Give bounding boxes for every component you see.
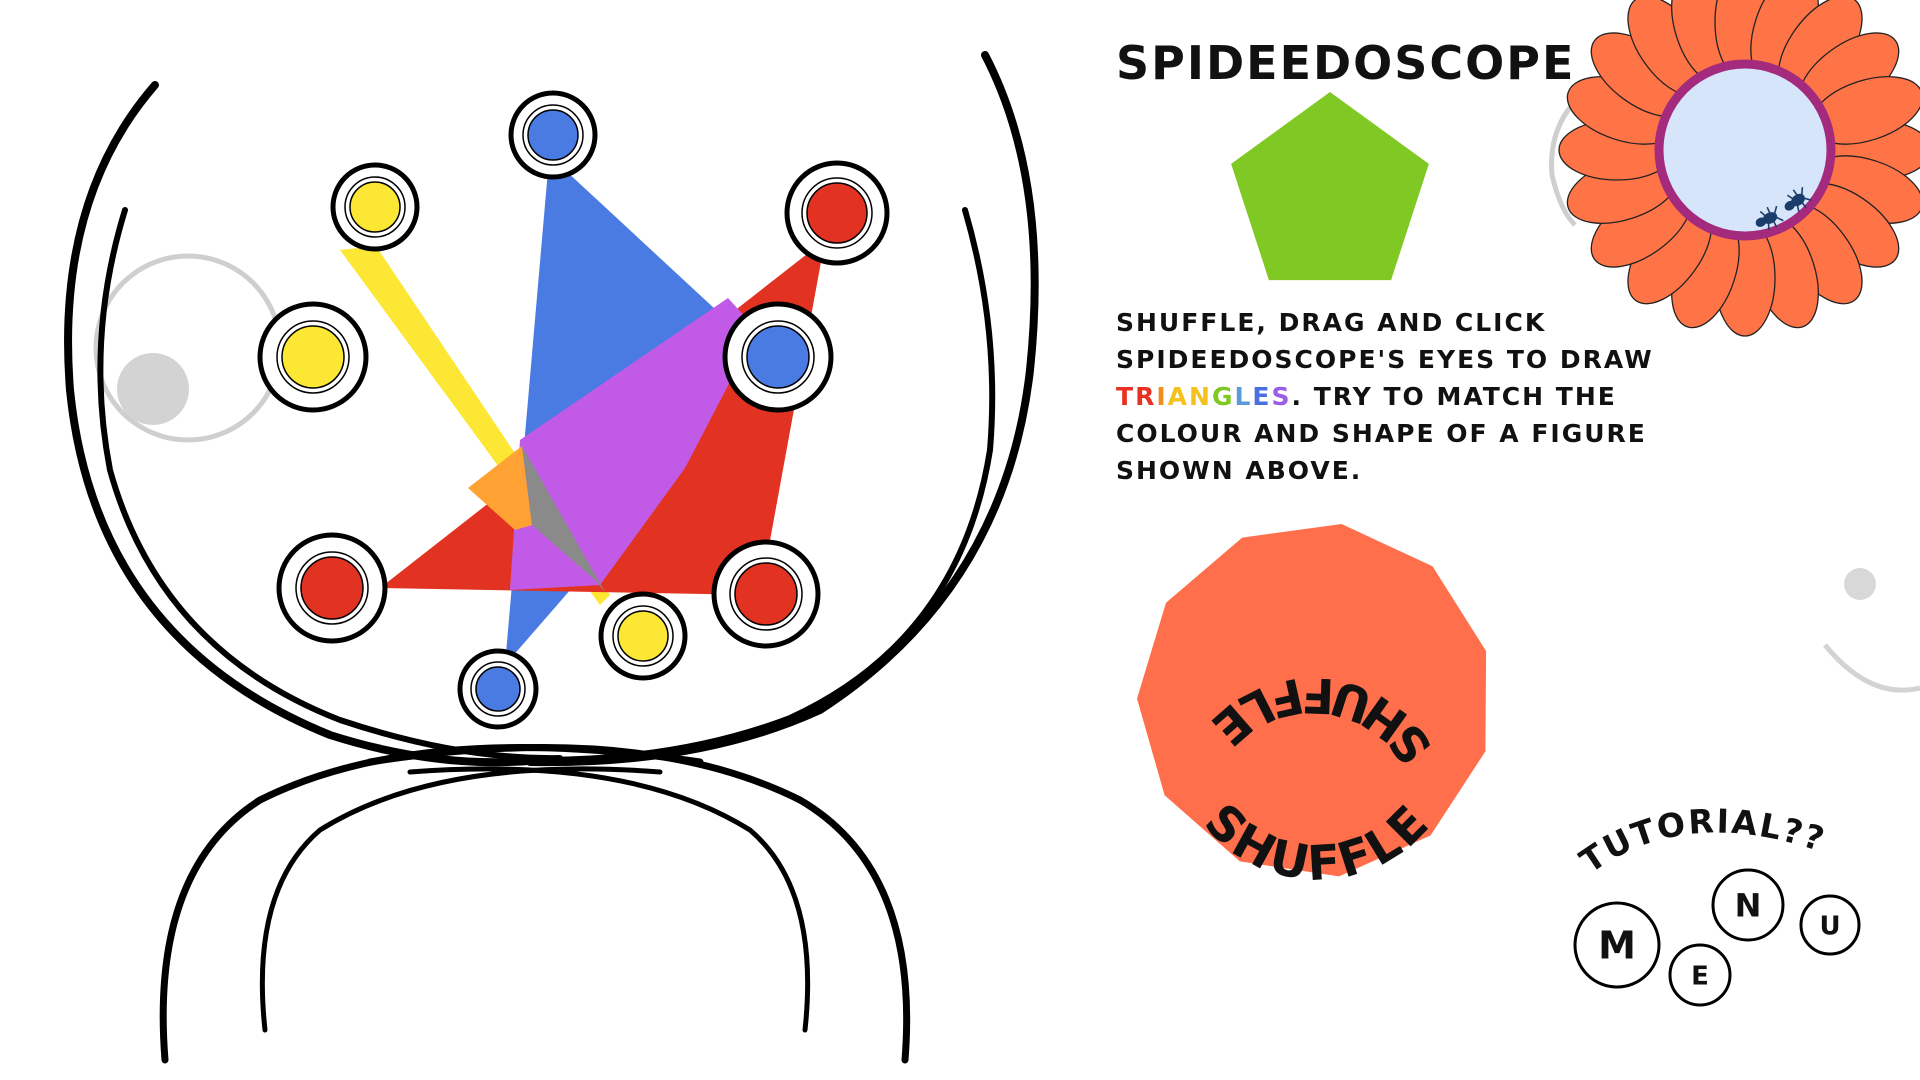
- eye-pupil[interactable]: [746, 325, 810, 389]
- instructions-before: SHUFFLE, DRAG AND CLICK SPIDEEDOSCOPE'S …: [1116, 308, 1654, 374]
- lower-loop-right-inner: [407, 766, 811, 1033]
- eye-blue-bottom[interactable]: [457, 648, 539, 730]
- instructions-highlight: TRIANGLES: [1116, 382, 1292, 411]
- eye-red-left[interactable]: [276, 532, 388, 644]
- menu-letter[interactable]: E: [1691, 961, 1709, 991]
- highlight-letter: L: [1234, 382, 1253, 411]
- drawn-triangles: [340, 170, 825, 665]
- lower-loop-left-outer: [159, 744, 704, 1064]
- spider-body: [64, 51, 1039, 1064]
- eye-pupil[interactable]: [806, 182, 868, 244]
- tiny-spider-icon: [1755, 205, 1784, 230]
- faint-arc-right: [1823, 643, 1920, 693]
- flower-spider-preview: [1558, 0, 1920, 337]
- triangle-overlap-orange: [468, 446, 532, 530]
- eye-yellow-top[interactable]: [330, 162, 420, 252]
- body-stroke-inner-left: [97, 207, 563, 762]
- highlight-letter: I: [1156, 382, 1168, 411]
- menu-letter-bubble[interactable]: E: [1668, 943, 1732, 1007]
- lower-loop-left-inner: [259, 766, 663, 1033]
- highlight-letter: E: [1252, 382, 1272, 411]
- menu-letter-bubble[interactable]: M: [1573, 901, 1661, 989]
- eye-iris-ring: [741, 320, 815, 394]
- eye-iris-ring: [729, 557, 803, 631]
- highlight-letter: S: [1271, 382, 1292, 411]
- eye-iris-ring: [612, 605, 674, 667]
- eye-pupil[interactable]: [300, 556, 364, 620]
- target-pentagon: [1231, 92, 1429, 281]
- menu-letter[interactable]: M: [1598, 924, 1636, 968]
- menu-bubble-circle[interactable]: [1711, 868, 1785, 942]
- menu-letter[interactable]: U: [1819, 911, 1840, 941]
- eye-pupil[interactable]: [349, 181, 401, 233]
- menu-bubble-circle[interactable]: [1573, 901, 1661, 989]
- spider-eyes: [257, 90, 890, 730]
- eye-iris-ring: [276, 320, 350, 394]
- eye-pupil[interactable]: [617, 610, 669, 662]
- instructions-after: . TRY TO MATCH THE COLOUR AND SHAPE OF A…: [1116, 382, 1647, 485]
- background-decor: [93, 57, 1920, 693]
- shuffle-button[interactable]: SHUFFLE SHUFFLE: [1137, 524, 1487, 892]
- eye-iris-ring: [470, 661, 526, 717]
- tutorial-label[interactable]: TUTORIAL??: [1573, 801, 1831, 880]
- tiny-spiders: [1755, 187, 1812, 230]
- flower-center: [1654, 59, 1836, 241]
- eye-pupil[interactable]: [281, 325, 345, 389]
- tiny-spider-icon: [1784, 187, 1812, 212]
- highlight-letter: A: [1167, 382, 1189, 411]
- shuffle-button-shape[interactable]: [1137, 524, 1487, 877]
- menu-letter-bubble[interactable]: U: [1799, 894, 1861, 956]
- menu-letter-bubble[interactable]: N: [1711, 868, 1785, 942]
- eye-iris-ring: [801, 177, 873, 249]
- eye-yellow-bottom[interactable]: [598, 591, 688, 681]
- faint-dot-left: [117, 353, 189, 425]
- eye-blue-top[interactable]: [508, 90, 598, 180]
- faint-ring-left: [93, 253, 283, 443]
- eye-pupil[interactable]: [527, 109, 579, 161]
- highlight-letter: G: [1211, 382, 1235, 411]
- eye-iris-ring: [522, 104, 584, 166]
- eye-blue-right[interactable]: [722, 301, 834, 413]
- highlight-letter: T: [1116, 382, 1136, 411]
- triangle-overlap-purple: [510, 298, 757, 590]
- menu-bubble-circle[interactable]: [1668, 943, 1732, 1007]
- menu-bubble-circle[interactable]: [1799, 894, 1861, 956]
- eye-red-right[interactable]: [711, 539, 821, 649]
- eye-yellow-left[interactable]: [257, 301, 369, 413]
- faint-dot-right: [1844, 568, 1876, 600]
- eye-pupil[interactable]: [475, 666, 521, 712]
- highlight-letter: R: [1135, 382, 1157, 411]
- triangle-overlap-gray: [522, 446, 605, 592]
- game-title: SPIDEEDOSCOPE: [1116, 36, 1576, 90]
- menu-letter[interactable]: N: [1735, 887, 1762, 925]
- tutorial-button[interactable]: TUTORIAL??: [1573, 801, 1831, 880]
- highlight-letter: N: [1189, 382, 1212, 411]
- eye-pupil[interactable]: [734, 562, 798, 626]
- menu-button[interactable]: M E N U: [1573, 868, 1861, 1007]
- eye-red-top-right[interactable]: [784, 160, 890, 266]
- body-stroke-outer-right: [526, 51, 1039, 767]
- eye-iris-ring: [295, 551, 369, 625]
- body-stroke-inner-right: [537, 207, 996, 763]
- lower-loop-right-outer: [366, 744, 911, 1064]
- instructions-text: SHUFFLE, DRAG AND CLICK SPIDEEDOSCOPE'S …: [1116, 304, 1676, 489]
- eye-iris-ring: [344, 176, 406, 238]
